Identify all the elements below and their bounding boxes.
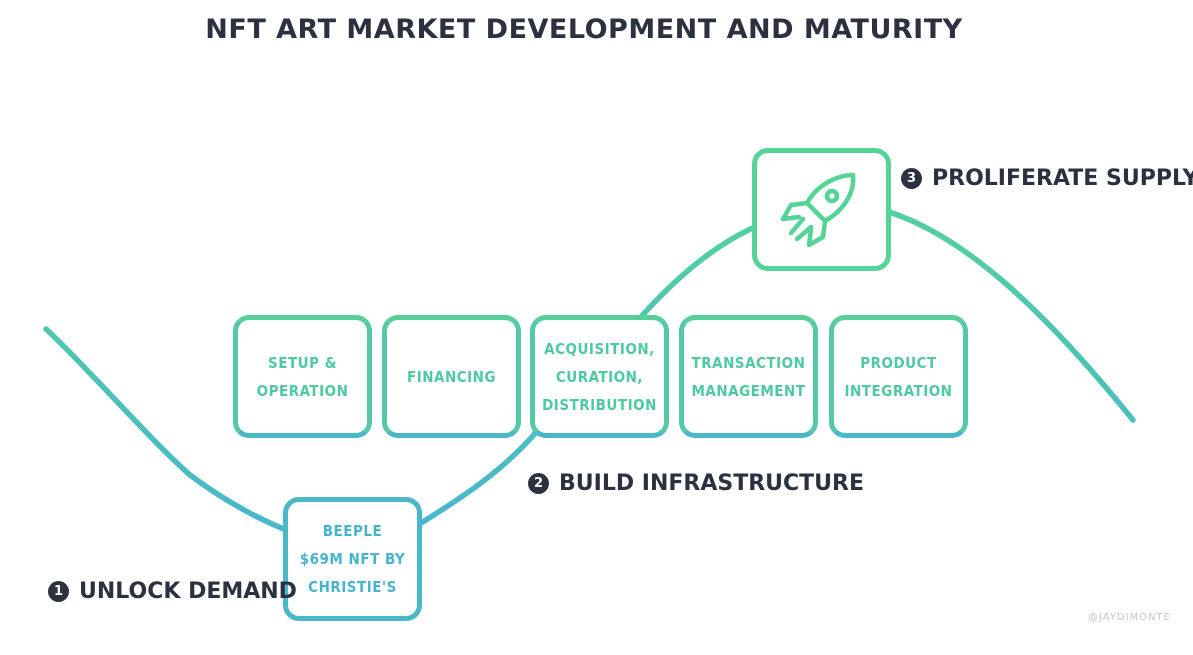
- infrastructure-box-acquisition: ACQUISITION, CURATION, DISTRIBUTION: [530, 315, 669, 438]
- box-line: ACQUISITION,: [544, 339, 655, 358]
- stage-label-text: BUILD INFRASTRUCTURE: [559, 471, 864, 496]
- stage-label-unlock-demand: 1 UNLOCK DEMAND: [48, 579, 297, 604]
- infrastructure-box-transaction: TRANSACTION MANAGEMENT: [679, 315, 818, 438]
- box-line: MANAGEMENT: [691, 381, 806, 400]
- box-line: OPERATION: [256, 381, 349, 400]
- stage-number-badge: 2: [528, 473, 549, 494]
- stage-number-badge: 1: [48, 581, 69, 602]
- rocket-icon: [780, 172, 855, 247]
- box-line: $69M NFT BY: [299, 550, 406, 568]
- box-line: CURATION,: [555, 367, 644, 386]
- box-line: DISTRIBUTION: [542, 395, 657, 414]
- author-credit: @JAYDIMONTE: [1087, 612, 1171, 623]
- stage-label-build-infrastructure: 2 BUILD INFRASTRUCTURE: [528, 471, 864, 496]
- box-line: INTEGRATION: [844, 381, 953, 400]
- supply-box: [752, 148, 891, 271]
- stage-label-text: PROLIFERATE SUPPLY: [932, 166, 1193, 191]
- box-line: PRODUCT: [860, 353, 937, 372]
- demand-box-beeple: BEEPLE $69M NFT BY CHRISTIE'S: [283, 497, 422, 621]
- infrastructure-box-financing: FINANCING: [382, 315, 521, 438]
- infrastructure-box-product: PRODUCT INTEGRATION: [829, 315, 968, 438]
- infrastructure-box-setup: SETUP & OPERATION: [233, 315, 372, 438]
- stage-label-text: UNLOCK DEMAND: [79, 579, 297, 604]
- box-line: SETUP &: [268, 353, 337, 372]
- box-line: CHRISTIE'S: [308, 578, 397, 596]
- diagram-title: NFT ART MARKET DEVELOPMENT AND MATURITY: [205, 14, 963, 45]
- stage-label-proliferate-supply: 3 PROLIFERATE SUPPLY: [901, 166, 1193, 191]
- box-line: BEEPLE: [322, 522, 383, 540]
- box-line: TRANSACTION: [691, 353, 806, 372]
- box-line: FINANCING: [406, 367, 497, 386]
- stage-number-badge: 3: [901, 168, 922, 189]
